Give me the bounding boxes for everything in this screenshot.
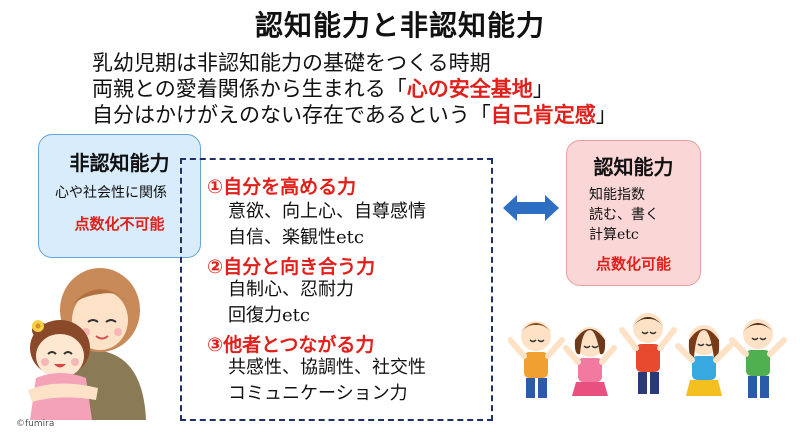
non-cognitive-title: 非認知能力 bbox=[69, 151, 170, 175]
intro-line-3-post: 」 bbox=[595, 103, 617, 127]
section-item: 回復力etc bbox=[228, 305, 310, 326]
self-esteem-emphasis: 自己肯定感 bbox=[490, 103, 596, 127]
non-cognitive-note: 点数化不可能 bbox=[74, 215, 165, 233]
section-heading: ①自分を高める力 bbox=[207, 176, 357, 198]
intro-line-1: 乳幼児期は非認知能力の基礎をつくる時期 bbox=[92, 51, 491, 75]
section-heading: ②自分と向き合う力 bbox=[207, 256, 376, 278]
page-title: 認知能力と非認知能力 bbox=[254, 9, 545, 42]
section-item: 共感性、協調性、社交性 bbox=[228, 357, 426, 378]
cognitive-item: 計算etc bbox=[589, 227, 639, 243]
cognitive-title: 認知能力 bbox=[593, 155, 674, 179]
section-item: コミュニケーション力 bbox=[228, 383, 408, 404]
cognitive-item: 読む、書く bbox=[589, 207, 659, 223]
non-cognitive-box: 非認知能力 心や社会性に関係 点数化不可能 bbox=[38, 134, 201, 258]
intro-line-2: 両親との愛着関係から生まれる「心の安全基地」 bbox=[92, 76, 554, 102]
section-item: 自制心、忍耐力 bbox=[228, 279, 354, 300]
illustration-credit: ©fumira bbox=[16, 419, 55, 429]
section-heading: ③他者とつながる力 bbox=[207, 334, 375, 356]
intro-line-2-pre: 両親との愛着関係から生まれる「 bbox=[92, 77, 407, 101]
intro-line-3: 自分はかけがえのない存在であるという「自己肯定感」 bbox=[92, 102, 617, 128]
non-cognitive-text: 心や社会性に関係 bbox=[55, 185, 167, 201]
cognitive-box: 認知能力 知能指数 読む、書く 計算etc 点数化可能 bbox=[566, 140, 701, 286]
abilities-list-box: ①自分を高める力 意欲、向上心、自尊感情 自信、楽観性etc ②自分と向き合う力… bbox=[180, 158, 493, 421]
intro-line-2-post: 」 bbox=[532, 77, 554, 101]
section-item: 意欲、向上心、自尊感情 bbox=[228, 201, 426, 222]
double-arrow-icon bbox=[503, 195, 559, 221]
cognitive-note: 点数化可能 bbox=[595, 255, 671, 273]
mother-hugging-child-illustration bbox=[28, 268, 146, 420]
children-jumping-illustration bbox=[508, 313, 787, 398]
section-item: 自信、楽観性etc bbox=[228, 227, 364, 248]
secure-base-emphasis: 心の安全基地 bbox=[406, 77, 533, 101]
intro-line-3-pre: 自分はかけがえのない存在であるという「 bbox=[92, 103, 491, 127]
cognitive-item: 知能指数 bbox=[589, 187, 645, 203]
